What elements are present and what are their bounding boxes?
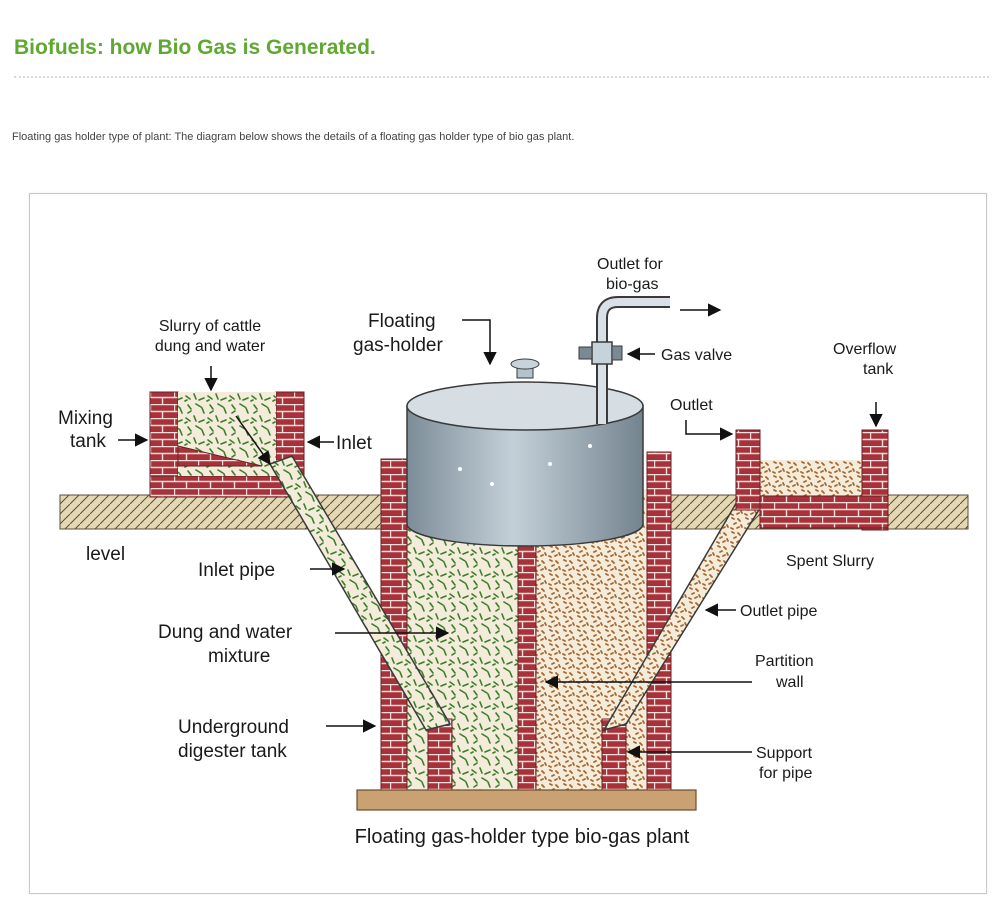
label-outlet-biogas-1: Outlet for	[597, 256, 663, 273]
gas-valve-handle	[611, 345, 623, 361]
gas-outlet-pipe-fill	[598, 298, 670, 424]
drum-highlight	[588, 444, 592, 448]
arrow-inlet-flow	[235, 415, 271, 466]
label-slurry-2: dung and water	[155, 338, 266, 355]
partition-wall	[517, 538, 537, 793]
label-underground-1: Underground	[178, 717, 289, 738]
label-gas-valve: Gas valve	[661, 347, 732, 364]
overflow-tank-slurry	[758, 460, 862, 496]
label-support-2: for pipe	[759, 765, 812, 782]
label-mixing-1: Mixing	[58, 408, 113, 429]
label-outlet-pipe: Outlet pipe	[740, 603, 817, 620]
label-floating-2: gas-holder	[353, 335, 443, 356]
label-inlet-pipe: Inlet pipe	[198, 560, 275, 581]
title-divider	[14, 76, 989, 78]
drum-highlight	[490, 482, 494, 486]
mixing-tank-slope	[177, 445, 263, 467]
label-dung-2: mixture	[208, 646, 270, 667]
intro-text: Floating gas holder type of plant: The d…	[12, 131, 575, 143]
label-underground-2: digester tank	[178, 741, 287, 762]
label-dung-1: Dung and water	[158, 622, 293, 643]
gas-valve	[591, 341, 613, 365]
gas-holder-handle-top	[510, 358, 540, 370]
label-spent-slurry: Spent Slurry	[786, 553, 874, 570]
label-overflow-2: tank	[863, 361, 894, 378]
label-outlet-biogas-2: bio-gas	[606, 276, 658, 293]
base-slab	[356, 789, 697, 811]
overflow-tank-wall-left	[735, 429, 761, 511]
gas-valve-stem	[578, 346, 593, 360]
diagram-caption: Floating gas-holder type bio-gas plant	[355, 826, 690, 848]
label-support-1: Support	[756, 745, 813, 762]
drum-highlight	[458, 467, 462, 471]
label-overflow-1: Overflow	[833, 341, 897, 358]
label-inlet: Inlet	[336, 433, 373, 454]
label-slurry-1: Slurry of cattle	[159, 318, 261, 335]
label-floating-1: Floating	[368, 311, 436, 332]
label-partition-1: Partition	[755, 653, 814, 670]
label-partition-2: wall	[775, 674, 804, 691]
label-outlet: Outlet	[670, 397, 713, 414]
biogas-plant-diagram: Slurry of cattle dung and water Mixing t…	[58, 256, 969, 848]
gas-holder-top	[406, 381, 644, 431]
drum-highlight	[548, 462, 552, 466]
pipe-support-left	[427, 718, 453, 793]
arrow-floating-holder	[462, 319, 497, 366]
overflow-tank-base	[759, 495, 889, 529]
inlet-pipe	[268, 455, 452, 731]
diagram-frame: Slurry of cattle dung and water Mixing t…	[29, 193, 987, 894]
page-title: Biofuels: how Bio Gas is Generated.	[14, 36, 376, 59]
label-level: level	[86, 544, 125, 565]
gas-holder-drum	[406, 405, 644, 547]
label-mixing-2: tank	[70, 431, 106, 452]
arrow-outlet	[685, 420, 734, 441]
